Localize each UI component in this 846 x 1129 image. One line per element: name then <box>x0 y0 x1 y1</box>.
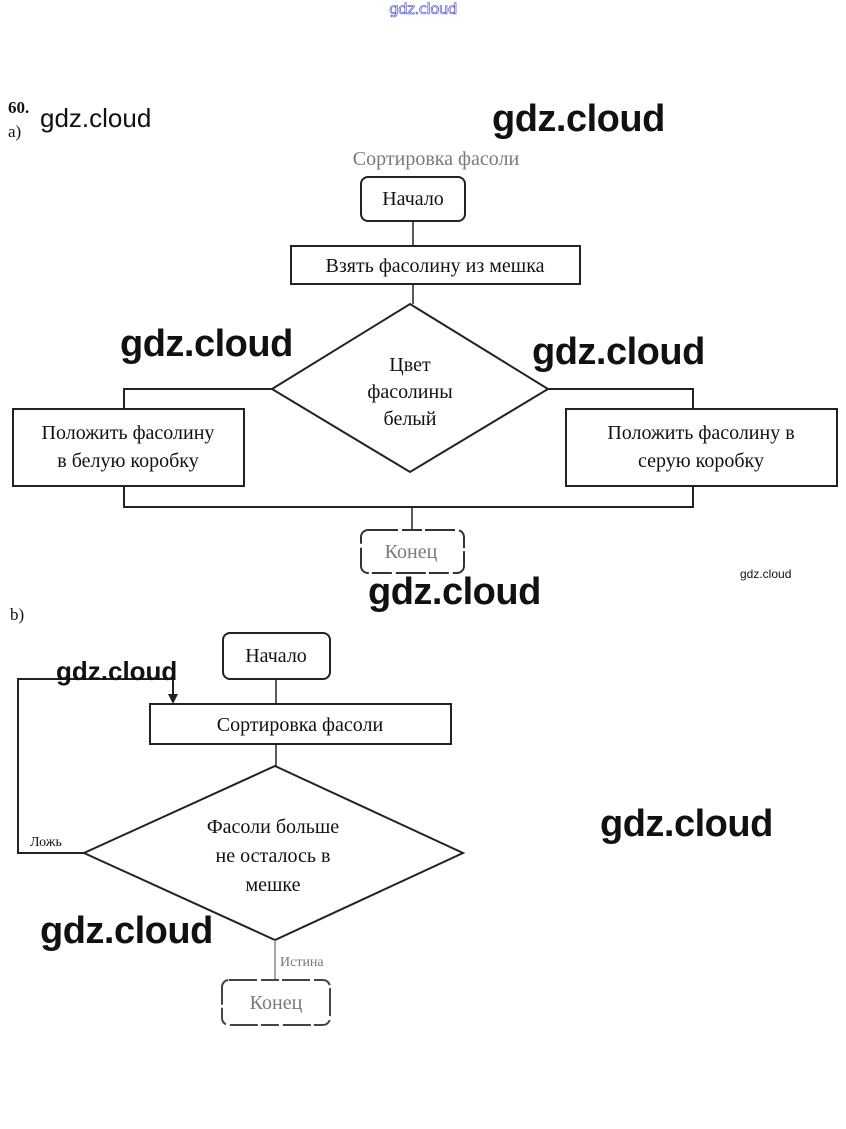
watermark: gdz.cloud <box>740 567 792 581</box>
decision-bean-white: Цвет фасолины белый <box>270 302 550 474</box>
watermark: gdz.cloud <box>40 910 213 952</box>
grey-box-line-2: серую коробку <box>638 450 764 472</box>
decision-a-line-3: белый <box>384 408 437 430</box>
process-sort-beans-text: Сортировка фасоли <box>217 714 384 736</box>
watermark: gdz.cloud <box>120 323 293 365</box>
end-a-text: Конец <box>385 541 438 563</box>
end-terminal-a: Конец <box>360 529 465 574</box>
process-grey-box: Положить фасолину в серую коробку <box>565 408 838 487</box>
watermark: gdz.cloud <box>600 803 773 845</box>
branch-left <box>123 388 272 409</box>
process-take-bean: Взять фасолину из мешка <box>290 245 581 285</box>
top-watermark: gdz.cloud <box>389 0 458 18</box>
white-box-line-1: Положить фасолину <box>42 422 215 444</box>
loop-back-false <box>17 678 174 854</box>
decision-b-line-1: Фасоли больше <box>207 816 339 838</box>
decision-b-line-2: не осталось в <box>216 845 331 867</box>
merge-line <box>123 486 694 508</box>
watermark: gdz.cloud <box>368 571 541 613</box>
process-sort-beans: Сортировка фасоли <box>149 703 452 745</box>
decision-a-line-1: Цвет <box>389 354 431 376</box>
arrow-head-icon <box>168 694 178 704</box>
flowchart-a-title: Сортировка фасоли <box>353 148 520 170</box>
true-label: Истина <box>280 955 324 970</box>
process-take-bean-text: Взять фасолину из мешка <box>326 255 545 277</box>
false-label: Ложь <box>30 835 62 850</box>
end-terminal-b: Конец <box>221 979 331 1026</box>
start-b-text: Начало <box>245 645 307 667</box>
decision-no-beans-left: Фасоли больше не осталось в мешке <box>81 764 466 942</box>
start-terminal-b: Начало <box>222 632 331 680</box>
part-b-label: b) <box>10 605 25 624</box>
watermark: gdz.cloud <box>532 331 705 373</box>
watermark: gdz.cloud <box>56 656 178 686</box>
grey-box-line-1: Положить фасолину в <box>607 422 794 444</box>
decision-a-line-2: фасолины <box>367 381 452 403</box>
decision-b-line-3: мешке <box>245 874 300 896</box>
part-a-label: a) <box>8 122 22 141</box>
problem-number: 60. <box>8 98 30 117</box>
branch-right <box>548 388 694 409</box>
watermark: gdz.cloud <box>40 103 152 133</box>
process-white-box: Положить фасолину в белую коробку <box>12 408 245 487</box>
watermark: gdz.cloud <box>492 98 665 140</box>
end-b-text: Конец <box>250 992 303 1014</box>
white-box-line-2: в белую коробку <box>57 450 198 472</box>
start-a-text: Начало <box>382 188 444 210</box>
